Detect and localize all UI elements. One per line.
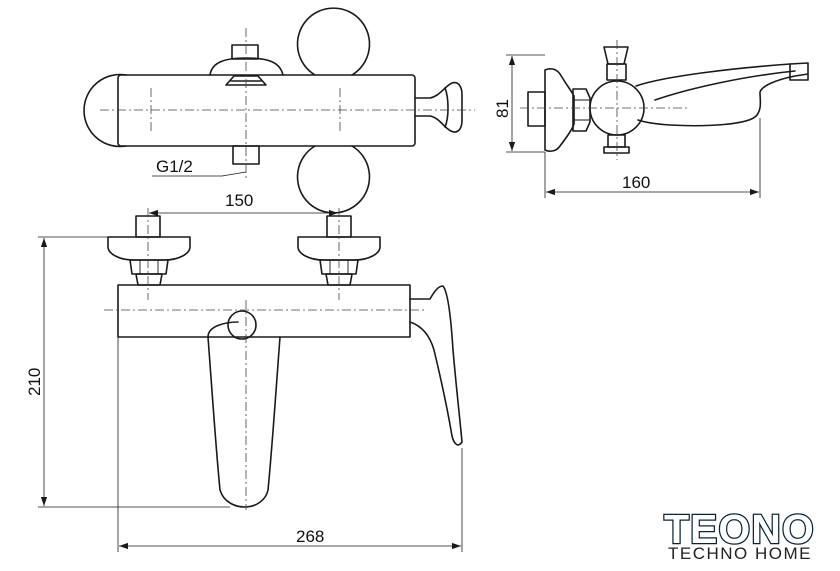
front-right-nut [319, 259, 359, 275]
side-view-escutcheon [544, 68, 575, 152]
front-left-flange [107, 236, 191, 261]
front-lever [409, 285, 463, 446]
side-view-wall-connector [527, 91, 546, 127]
front-spout [207, 336, 281, 508]
top-view-lever [414, 81, 463, 133]
side-view-spout [635, 62, 809, 127]
side-depth-label: 160 [622, 173, 650, 192]
side-view: 81 160 [493, 40, 809, 198]
side-view-knob [603, 46, 629, 65]
side-height-label: 81 [493, 99, 512, 118]
thread-size-label: G1/2 [156, 157, 193, 176]
logo-brand: TEONO [664, 506, 815, 552]
side-view-nut [572, 88, 591, 132]
top-view-body [117, 74, 416, 147]
front-height-label: 210 [25, 368, 44, 396]
logo-tagline: TECHNO HOME [668, 544, 812, 563]
top-view: G1/2 [83, 7, 475, 214]
front-body [117, 284, 411, 338]
front-view: 150 210 268 [25, 191, 463, 552]
top-view-right-flange [296, 7, 371, 76]
teono-logo: TEONO TECHNO HOME [663, 505, 815, 563]
center-distance-label: 150 [225, 191, 253, 210]
top-view-knob [209, 57, 284, 76]
front-width-label: 268 [296, 527, 324, 546]
top-view-stem [231, 44, 259, 60]
front-diverter [227, 310, 257, 340]
top-view-left-flange [83, 73, 127, 148]
front-left-nut [129, 259, 169, 275]
